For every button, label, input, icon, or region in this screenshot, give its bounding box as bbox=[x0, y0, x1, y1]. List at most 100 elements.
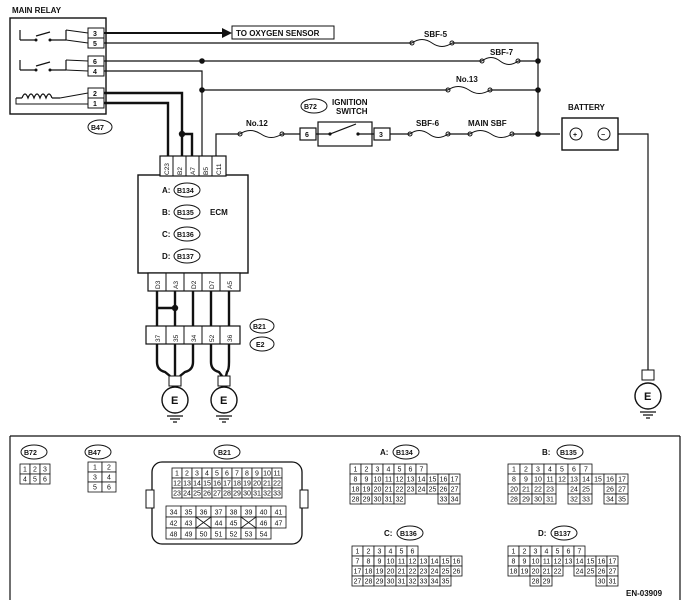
relay-pin: 5 bbox=[93, 41, 97, 48]
joint-pin: 36 bbox=[227, 334, 234, 342]
pin-number: 27 bbox=[618, 487, 626, 494]
pin-number: 8 bbox=[354, 477, 358, 484]
ground-label: E bbox=[220, 395, 227, 407]
pin-number: 18 bbox=[233, 481, 241, 488]
view-code: B72 bbox=[24, 450, 37, 457]
ground-label: E bbox=[644, 391, 651, 403]
pin-number: 13 bbox=[407, 477, 415, 484]
ecm-top-pin: C11 bbox=[216, 163, 223, 175]
pin-number: 13 bbox=[565, 559, 573, 566]
pin-number: 29 bbox=[522, 497, 530, 504]
pin-number: 36 bbox=[200, 510, 208, 517]
pin-number: 15 bbox=[442, 559, 450, 566]
pin-number: 32 bbox=[409, 579, 417, 586]
pin-number: 3 bbox=[378, 549, 382, 556]
pin-number: 25 bbox=[582, 487, 590, 494]
pin-cell bbox=[579, 493, 593, 505]
joint-code: E2 bbox=[256, 342, 265, 349]
pin-number: 18 bbox=[365, 569, 373, 576]
ecm-bottom-pin: A3 bbox=[173, 281, 180, 289]
pin-number: 33 bbox=[273, 491, 281, 498]
view-letter: B: bbox=[542, 448, 550, 457]
battery-plus: + bbox=[573, 132, 577, 139]
pin-number: 21 bbox=[398, 569, 406, 576]
ignition-pin-right: 3 bbox=[379, 132, 383, 139]
pin-number: 27 bbox=[609, 569, 617, 576]
ecm-connector-code: B136 bbox=[177, 232, 194, 239]
pin-number: 30 bbox=[598, 579, 606, 586]
pin-number: 30 bbox=[387, 579, 395, 586]
pin-number: 21 bbox=[522, 487, 530, 494]
fuse-no12-label: No.12 bbox=[246, 119, 268, 128]
pin-number: 11 bbox=[273, 471, 280, 478]
relay-pin: 2 bbox=[93, 91, 97, 98]
pin-number: 25 bbox=[442, 569, 450, 576]
pin-cell bbox=[270, 516, 287, 529]
pin-number: 10 bbox=[534, 477, 542, 484]
pin-number: 20 bbox=[510, 487, 518, 494]
pin-number: 15 bbox=[203, 481, 211, 488]
relay-pin: 1 bbox=[93, 101, 97, 108]
pin-number: 49 bbox=[185, 532, 193, 539]
pin-number: 31 bbox=[546, 497, 554, 504]
pin-number: 9 bbox=[378, 559, 382, 566]
pin-number: 28 bbox=[510, 497, 518, 504]
pin-number: 10 bbox=[263, 471, 271, 478]
view-code: B136 bbox=[400, 531, 417, 538]
pin-number: 38 bbox=[230, 510, 238, 517]
pin-cell bbox=[615, 493, 629, 505]
ground-label: E bbox=[171, 395, 178, 407]
pin-cell bbox=[271, 487, 283, 499]
pin-number: 12 bbox=[558, 477, 566, 484]
pin-cell bbox=[39, 473, 51, 485]
pin-number: 18 bbox=[352, 487, 360, 494]
pin-number: 45 bbox=[230, 521, 238, 528]
ecm-top-pin: B5 bbox=[203, 167, 210, 175]
main-relay-title: MAIN RELAY bbox=[12, 6, 62, 15]
pin-number: 1 bbox=[175, 471, 179, 478]
ground-symbol: E bbox=[161, 375, 189, 423]
pin-number: 52 bbox=[230, 532, 238, 539]
pin-number: 30 bbox=[534, 497, 542, 504]
pin-number: 32 bbox=[263, 491, 271, 498]
ignition-connector-code: B72 bbox=[304, 104, 317, 111]
ecm-connector-code: B134 bbox=[177, 188, 194, 195]
joint-connector: 37 35 34 52 36 B21 E2 bbox=[145, 318, 275, 352]
pin-number: 22 bbox=[409, 569, 417, 576]
pin-number: 26 bbox=[453, 569, 461, 576]
pin-number: 5 bbox=[398, 467, 402, 474]
blank-pin-x bbox=[240, 516, 257, 529]
view-code: B47 bbox=[88, 450, 101, 457]
pin-number: 29 bbox=[376, 579, 384, 586]
pin-number: 26 bbox=[203, 491, 211, 498]
ground-symbol: E bbox=[634, 369, 662, 419]
ecm-bottom-pin: D2 bbox=[191, 280, 198, 289]
ecm-ground-wires bbox=[155, 291, 231, 326]
pin-number: 47 bbox=[275, 521, 283, 528]
ground-symbol: E bbox=[210, 375, 238, 423]
pin-number: 19 bbox=[376, 569, 384, 576]
view-code: B135 bbox=[560, 450, 577, 457]
pin-cell bbox=[255, 527, 272, 540]
pin-number: 53 bbox=[245, 532, 253, 539]
view-code: B134 bbox=[396, 450, 413, 457]
battery-minus: − bbox=[601, 132, 605, 139]
joint-pin: 34 bbox=[191, 334, 198, 342]
pin-cell bbox=[543, 493, 557, 505]
pin-number: 34 bbox=[431, 579, 439, 586]
pin-number: 2 bbox=[107, 465, 111, 472]
pin-number: 14 bbox=[582, 477, 590, 484]
ecm-top-pin: B2 bbox=[177, 167, 184, 175]
pin-number: 29 bbox=[363, 497, 371, 504]
ignition-pin-left: 6 bbox=[305, 132, 309, 139]
pin-number: 33 bbox=[582, 497, 590, 504]
pin-cell bbox=[551, 565, 564, 577]
pin-number: 7 bbox=[356, 559, 360, 566]
pin-number: 3 bbox=[93, 475, 97, 482]
